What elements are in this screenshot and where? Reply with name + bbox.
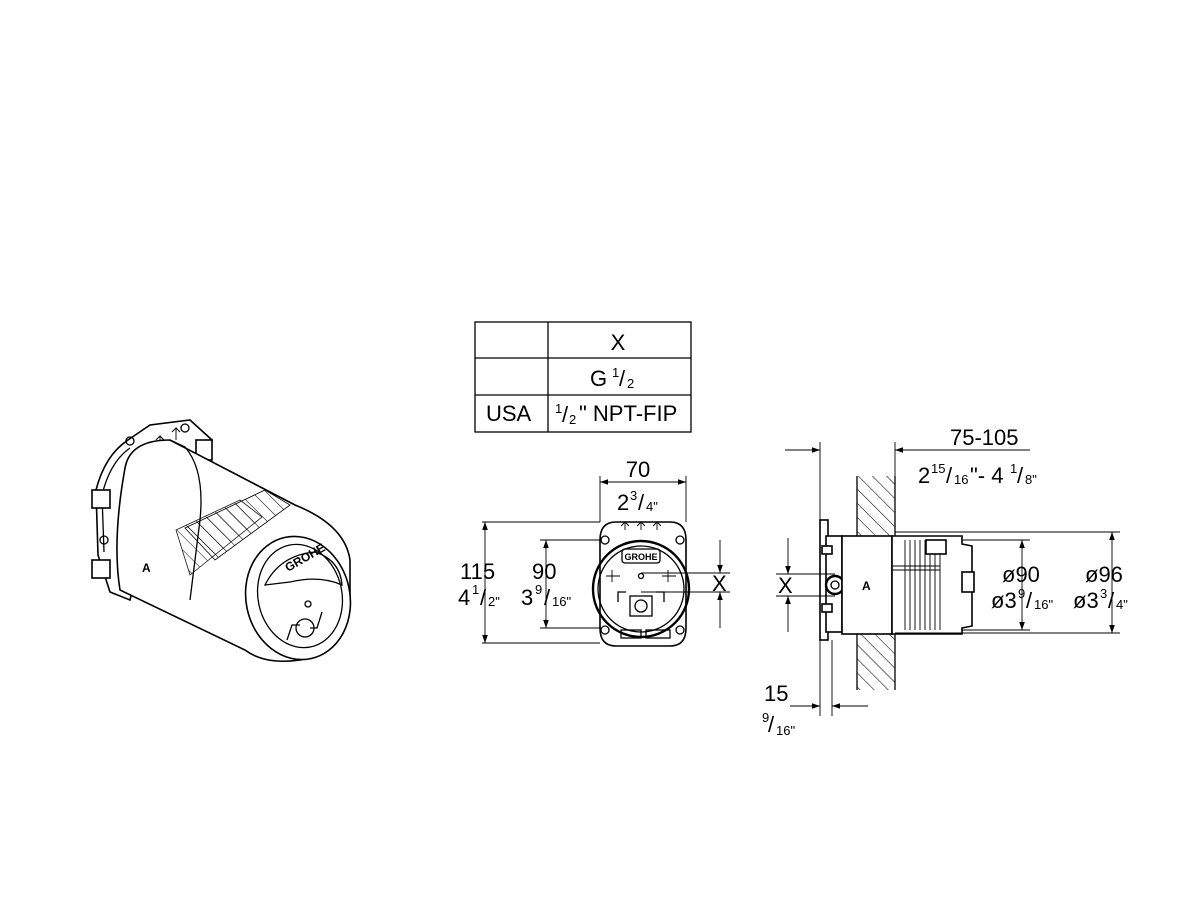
dim-depth-in-b-num: 1 — [1010, 461, 1017, 476]
dim-dia96-in-num: 3 — [1100, 586, 1107, 601]
table-row-usa: USA — [486, 401, 532, 426]
dim-depth-in-b-den: 8" — [1025, 472, 1037, 487]
perspective-product-view: GROHE A — [91, 419, 352, 663]
side-view: A 75-105 2 15 / 16 "- 4 1 / — [762, 425, 1128, 738]
front-label-x: X — [712, 571, 727, 596]
dim-width-in-num: 3 — [630, 488, 637, 503]
svg-text:/: / — [480, 585, 487, 610]
svg-text:/: / — [544, 585, 551, 610]
svg-text:/: / — [562, 402, 569, 427]
arrow-up-icon — [636, 520, 646, 530]
perspective-label-a: A — [142, 561, 151, 575]
svg-text:/: / — [1108, 588, 1115, 613]
dim-width-in-whole: 2 — [617, 490, 629, 515]
mounting-hole-icon — [180, 423, 190, 433]
side-label-a: A — [862, 579, 871, 593]
front-view: GROHE X 70 2 3 / 4" 115 4 1 / 2" — [458, 457, 730, 647]
arrow-up-icon — [652, 520, 662, 530]
clip-icon — [91, 489, 111, 509]
dim-dia90-in-den: 16" — [1034, 597, 1053, 612]
dim-inner-in-num: 9 — [535, 582, 542, 597]
front-brand: GROHE — [624, 552, 657, 562]
mounting-hole-icon — [125, 436, 135, 446]
dim-dia96-in-den: 4" — [1116, 597, 1128, 612]
svg-text:/: / — [946, 463, 953, 488]
dim-depth-mm: 75-105 — [950, 425, 1019, 450]
dim-depth-in-a-num: 15 — [931, 461, 945, 476]
dim-depth-mid: "- 4 — [970, 463, 1003, 488]
dim-dia96-mm: ø96 — [1085, 562, 1123, 587]
mounting-hole-icon — [99, 535, 109, 545]
side-label-x: X — [778, 573, 793, 598]
table-npt-num: 1 — [555, 401, 562, 416]
table-g-num: 1 — [612, 365, 619, 380]
dim-width-in-den: 4" — [646, 499, 658, 514]
dim-dia96-in: ø3 — [1073, 588, 1099, 613]
table-header-x: X — [611, 330, 626, 355]
dim-height-in-whole: 4 — [458, 585, 470, 610]
dim-depth-in-a-whole: 2 — [918, 463, 930, 488]
table-npt-rest: " NPT-FIP — [579, 401, 677, 426]
dim-wall-in-den: 16" — [776, 723, 795, 738]
dim-height-in-num: 1 — [472, 582, 479, 597]
svg-text:/: / — [768, 712, 775, 737]
svg-text:/: / — [619, 366, 626, 391]
dim-depth-in-a-den: 16 — [954, 472, 968, 487]
svg-text:/: / — [638, 490, 645, 515]
svg-text:/: / — [1017, 463, 1024, 488]
clip-icon — [91, 559, 111, 579]
dim-dia90-in: ø3 — [991, 588, 1017, 613]
dim-wall-in-num: 9 — [762, 710, 769, 725]
arrow-up-icon — [620, 520, 630, 530]
dim-height-in-den: 2" — [488, 594, 500, 609]
dim-inner-mm: 90 — [532, 559, 556, 584]
svg-text:2: 2 — [569, 412, 576, 427]
dim-dia90-mm: ø90 — [1002, 562, 1040, 587]
dim-dia90-in-num: 9 — [1018, 586, 1025, 601]
ribs — [904, 540, 941, 630]
table-g-den: 2 — [627, 376, 634, 391]
dimension-table: X G 1 / 2 USA 1 / 2 " NPT-FIP — [474, 321, 692, 433]
dim-width-mm: 70 — [626, 457, 650, 482]
table-g-prefix: G — [590, 366, 607, 391]
arrow-up-icon — [171, 426, 181, 440]
valve-port-icon — [634, 599, 648, 613]
dim-inner-in-whole: 3 — [521, 585, 533, 610]
dim-inner-in-den: 16" — [552, 594, 571, 609]
dim-height-mm: 115 — [460, 559, 495, 584]
svg-text:/: / — [1026, 588, 1033, 613]
dim-wall-mm: 15 — [764, 681, 788, 706]
